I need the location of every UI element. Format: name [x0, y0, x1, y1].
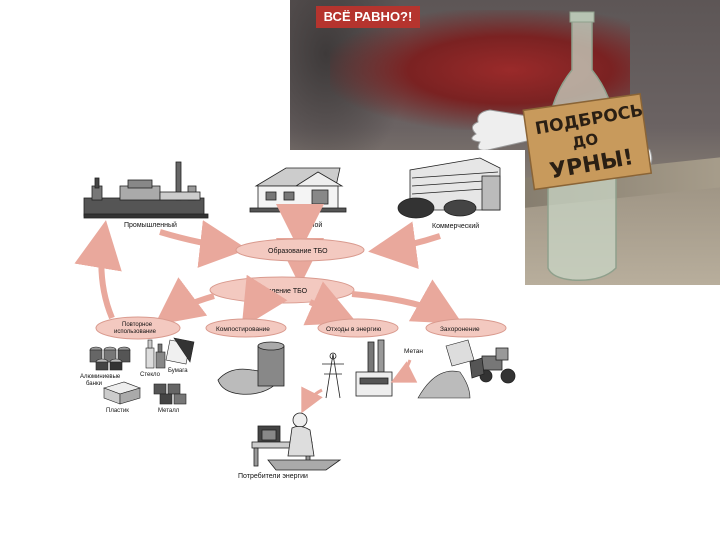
left-glove-icon: [471, 109, 541, 151]
label-aluminum-2: банки: [86, 381, 102, 387]
sign-line-2: ДО: [571, 130, 600, 152]
paper-stack-icon: [165, 337, 195, 365]
industrial-factory-icon: [83, 161, 209, 219]
label-recycling-2: использование: [114, 329, 157, 335]
label-metal: Металл: [158, 408, 180, 414]
arrows-from-management: [74, 220, 463, 329]
label-management: Управление ТБО: [252, 288, 308, 295]
label-energy-consumers: Потребители энергии: [238, 472, 308, 480]
plastic-boxes-icon: [103, 381, 141, 405]
banner-title: ВСЁ РАВНО?!: [316, 6, 420, 28]
label-composting: Компостирование: [216, 326, 270, 333]
metal-blocks-icon: [153, 383, 187, 405]
landfill-pile-icon: [417, 339, 475, 399]
cardboard-sign: [522, 93, 653, 191]
label-industrial: Промышленный: [124, 221, 177, 229]
glass-bottles-icon: [145, 339, 166, 369]
bottle-neck-icon: [569, 11, 595, 23]
residential-house-icon: [249, 167, 347, 213]
label-plastic: Пластик: [106, 408, 129, 414]
recycling-node: [95, 316, 181, 340]
label-methane: Метан: [404, 348, 423, 355]
compost-bin-icon: [217, 341, 285, 395]
energy-consumers-office-icon: [251, 412, 342, 471]
aluminum-cans-icon: [89, 346, 131, 371]
power-plant-icon: [355, 339, 393, 397]
label-glass: Стекло: [140, 372, 161, 378]
label-landfill: Захоронение: [440, 326, 480, 333]
label-residential: Жилой: [300, 221, 322, 229]
label-paper: Бумага: [168, 368, 188, 374]
label-aluminum-1: Алюминиевые: [80, 374, 121, 380]
composting-node: [205, 318, 287, 338]
commercial-building-icon: [397, 157, 501, 219]
label-commercial: Коммерческий: [432, 222, 479, 230]
label-waste-to-energy: Отходы в энергию: [326, 326, 381, 333]
power-tower-icon: [322, 352, 344, 399]
bottle-illustration: ПОДБРОСЬ ДО УРНЫ!: [471, 11, 653, 281]
bulldozer-icon: [469, 347, 516, 384]
waste-to-energy-node: [317, 318, 399, 338]
label-recycling-1: Повторное: [122, 322, 153, 328]
landfill-node: [425, 318, 507, 338]
methane-arrow: [301, 359, 418, 414]
generation-node: [235, 238, 365, 262]
label-generation: Образование ТБО: [268, 247, 328, 255]
